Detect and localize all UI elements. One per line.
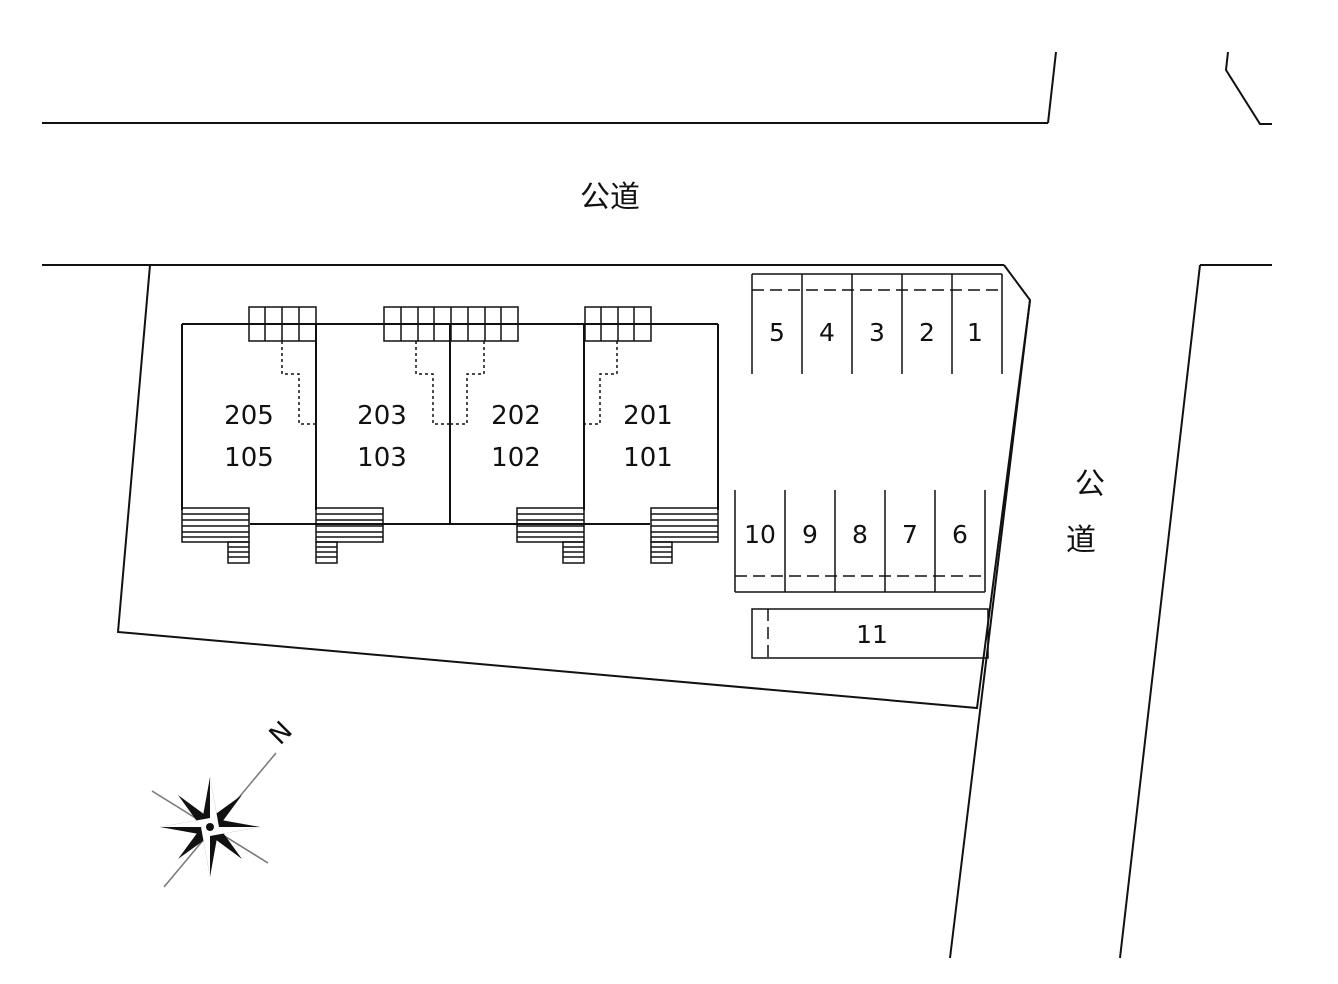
lot-boundary (116, 264, 1032, 710)
compass-north-label: N (264, 716, 299, 751)
staircase-4 (650, 507, 719, 564)
interior-partitions (281, 341, 618, 425)
unit-lower-2: 103 (357, 443, 407, 473)
road-top (42, 51, 1272, 266)
compass-rose-icon (151, 752, 277, 888)
parking-bottom-label-2: 9 (802, 520, 818, 549)
road-right-label-1: 公 (1075, 467, 1105, 502)
balcony-2 (383, 306, 519, 342)
parking-top-label-1: 5 (769, 318, 785, 347)
staircase-3 (516, 507, 585, 564)
unit-lower-3: 102 (491, 443, 541, 473)
parking-top-label-2: 4 (819, 318, 835, 347)
unit-upper-4: 201 (623, 401, 673, 431)
parking-top-label-5: 1 (967, 318, 983, 347)
parking-top-label-4: 2 (919, 318, 935, 347)
unit-upper-1: 205 (224, 401, 274, 431)
parking-bottom-label-3: 8 (852, 520, 868, 549)
parking-bottom-label-5: 6 (952, 520, 968, 549)
parking-bottom-label-1: 10 (744, 520, 776, 549)
staircase-2 (315, 507, 384, 564)
unit-lower-4: 101 (623, 443, 673, 473)
balcony-1 (248, 306, 317, 342)
road-top-label: 公道 (580, 180, 640, 215)
unit-lower-1: 105 (224, 443, 274, 473)
unit-upper-2: 203 (357, 401, 407, 431)
parking-top-row (751, 273, 1003, 374)
parking-long-label: 11 (856, 620, 888, 649)
unit-upper-3: 202 (491, 401, 541, 431)
staircase-1 (181, 507, 250, 564)
balcony-3 (584, 306, 652, 342)
parking-bottom-row (734, 490, 986, 593)
parking-long-space (751, 608, 989, 659)
parking-top-label-3: 3 (869, 318, 885, 347)
road-right-label-2: 道 (1066, 523, 1096, 558)
parking-bottom-label-4: 7 (902, 520, 918, 549)
